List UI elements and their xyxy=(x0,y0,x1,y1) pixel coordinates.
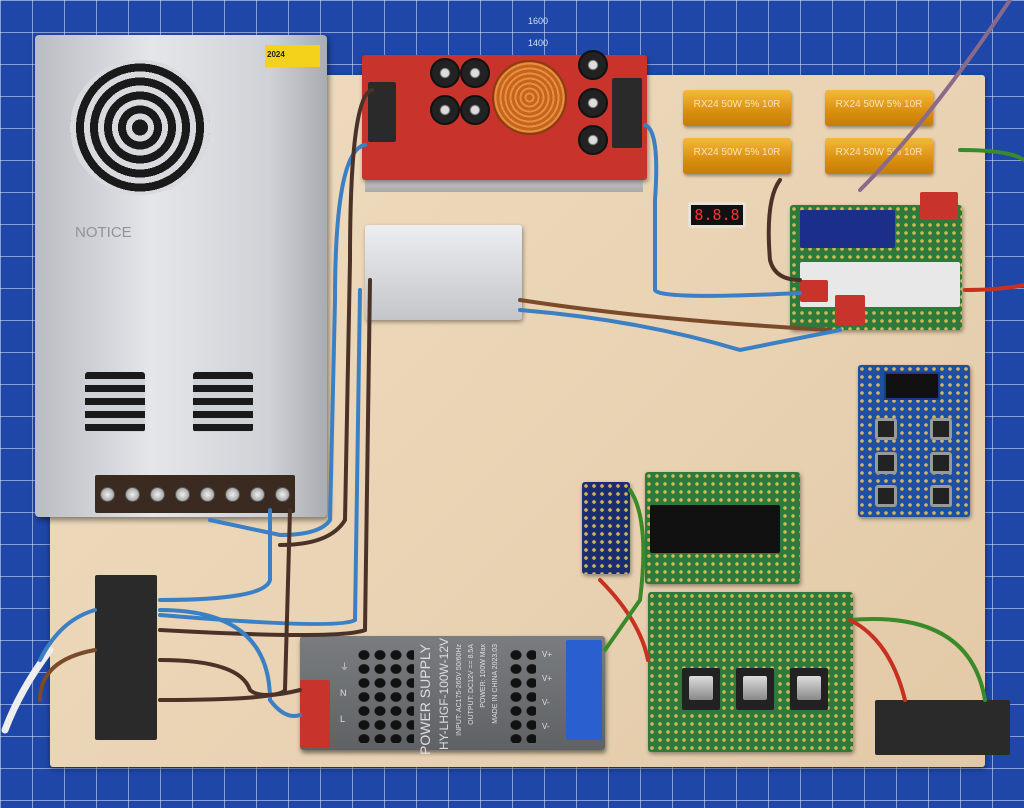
wire-red xyxy=(963,283,1024,292)
terminal-label: V+ xyxy=(542,674,553,683)
capacitor xyxy=(430,95,460,125)
capacitor xyxy=(578,50,608,80)
wire-brown xyxy=(518,298,832,332)
wire-blue xyxy=(518,308,842,353)
wire-blue xyxy=(38,608,97,662)
fan-grille xyxy=(70,60,210,195)
push-button[interactable] xyxy=(875,485,897,507)
power-resistor: RX24 50W 5% 10R xyxy=(683,138,791,174)
terminal-block-right xyxy=(875,700,1010,755)
wire-green xyxy=(848,617,987,702)
capacitor xyxy=(578,125,608,155)
push-button[interactable] xyxy=(930,418,952,440)
terminal-block-left xyxy=(95,575,157,740)
wire-brown xyxy=(158,278,372,637)
voltmeter-display: 8.8.8 xyxy=(688,202,746,228)
wire-red xyxy=(598,578,650,662)
terminal-label: ⏚ xyxy=(340,662,350,672)
esp32-devkit xyxy=(650,505,780,553)
stepper-driver xyxy=(790,668,828,710)
wire-blue xyxy=(643,123,802,298)
terminal-label: V- xyxy=(542,722,550,731)
red-terminal xyxy=(920,192,958,220)
wire-green xyxy=(958,148,1024,162)
arduino-nano xyxy=(800,210,895,248)
ruler-mark: 1600 xyxy=(528,16,549,26)
terminal-screw xyxy=(150,486,165,502)
push-button[interactable] xyxy=(875,452,897,474)
ac-input-terminal xyxy=(300,680,330,748)
terminal-label: N xyxy=(340,688,347,698)
terminal-screw xyxy=(100,486,115,502)
dc-output-terminal xyxy=(566,640,602,740)
power-resistor: RX24 50W 5% 10R xyxy=(683,90,791,126)
output-terminal xyxy=(612,78,642,148)
capacitor xyxy=(430,58,460,88)
red-terminal xyxy=(800,280,828,302)
push-button[interactable] xyxy=(930,452,952,474)
terminal-screw xyxy=(275,486,290,502)
terminal-screw xyxy=(250,486,265,502)
wire-brown xyxy=(766,178,802,282)
stepper-driver xyxy=(682,668,720,710)
capacitor xyxy=(460,95,490,125)
psu-terminal-strip xyxy=(95,475,295,513)
oled-display xyxy=(884,372,940,400)
stepper-driver xyxy=(736,668,774,710)
vent-holes xyxy=(508,648,536,743)
ruler-mark: 1400 xyxy=(528,38,549,48)
capacitor xyxy=(460,58,490,88)
input-terminal xyxy=(368,82,396,142)
terminal-screw xyxy=(125,486,140,502)
inductor-coil xyxy=(492,60,567,135)
wire-brown xyxy=(158,508,292,702)
wire-blue xyxy=(158,508,272,602)
terminal-label: L xyxy=(340,714,346,724)
push-button[interactable] xyxy=(875,418,897,440)
wire-brown xyxy=(158,658,302,697)
wire-white xyxy=(1,646,54,734)
wire-green xyxy=(603,488,646,652)
vent-slots xyxy=(193,372,253,432)
capacitor xyxy=(578,88,608,118)
push-button[interactable] xyxy=(930,485,952,507)
wire-blue xyxy=(158,608,302,718)
wire-red xyxy=(848,618,907,702)
terminal-label: V+ xyxy=(542,650,553,659)
buck-modules xyxy=(582,482,630,574)
wire-brown xyxy=(38,648,97,702)
small-power-supply xyxy=(365,225,522,320)
power-resistor: RX24 50W 5% 10R xyxy=(825,90,933,126)
vent-slots xyxy=(85,372,145,432)
date-sticker: 2024 xyxy=(265,45,320,67)
red-terminal xyxy=(835,295,865,325)
wire-blue xyxy=(158,288,362,626)
psu-12v: POWER SUPPLY HY-LHGF-100W-12V INPUT: AC1… xyxy=(300,636,605,755)
notice-label: NOTICE xyxy=(75,224,132,241)
wire-brown xyxy=(278,88,374,547)
wire-blue xyxy=(208,143,367,538)
terminal-screw xyxy=(175,486,190,502)
vent-holes xyxy=(356,648,414,743)
wire-purple xyxy=(858,0,1012,192)
terminal-screw xyxy=(225,486,240,502)
terminal-label: V- xyxy=(542,698,550,707)
terminal-screw xyxy=(200,486,215,502)
